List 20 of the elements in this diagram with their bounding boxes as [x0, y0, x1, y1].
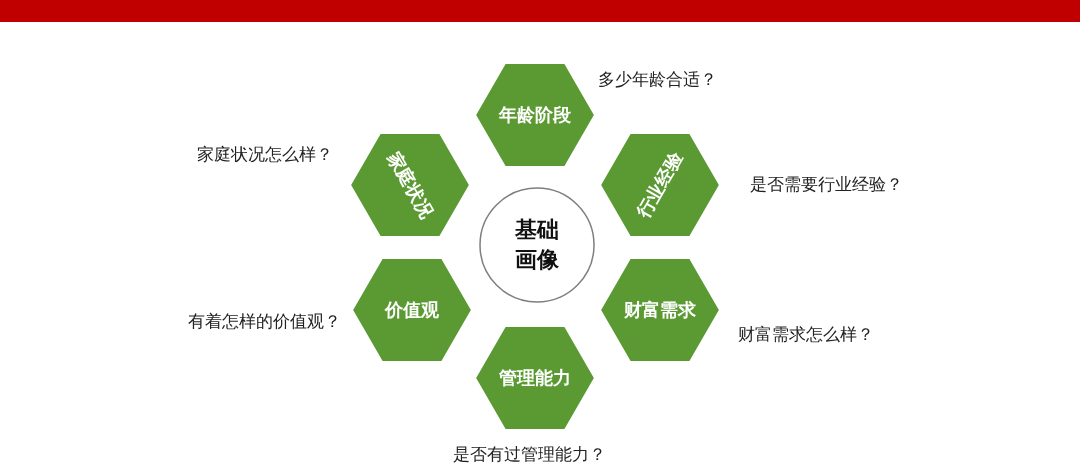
node-label: 年龄阶段: [499, 103, 571, 127]
node-label: 价值观: [385, 298, 439, 322]
node-label: 基础画像: [514, 216, 560, 274]
center-circle: [478, 186, 596, 304]
hexagon-node: [349, 132, 471, 238]
hexagon-node: [599, 257, 721, 363]
hexagon-node: [599, 132, 721, 238]
node-label: 行业经验: [631, 147, 688, 223]
hexagon-node: [474, 325, 596, 431]
hexagon-node: [474, 62, 596, 168]
node-label: 管理能力: [499, 366, 571, 390]
question-text: 多少年龄合适？: [598, 68, 717, 91]
hexagon-node: [351, 257, 473, 363]
question-text: 财富需求怎么样？: [738, 323, 874, 346]
question-text: 家庭状况怎么样？: [197, 143, 333, 166]
question-text: 是否需要行业经验？: [750, 173, 903, 196]
question-text: 有着怎样的价值观？: [188, 310, 341, 333]
question-text: 是否有过管理能力？: [453, 443, 606, 466]
node-label: 财富需求: [624, 298, 696, 322]
node-label: 家庭状况: [382, 147, 439, 223]
